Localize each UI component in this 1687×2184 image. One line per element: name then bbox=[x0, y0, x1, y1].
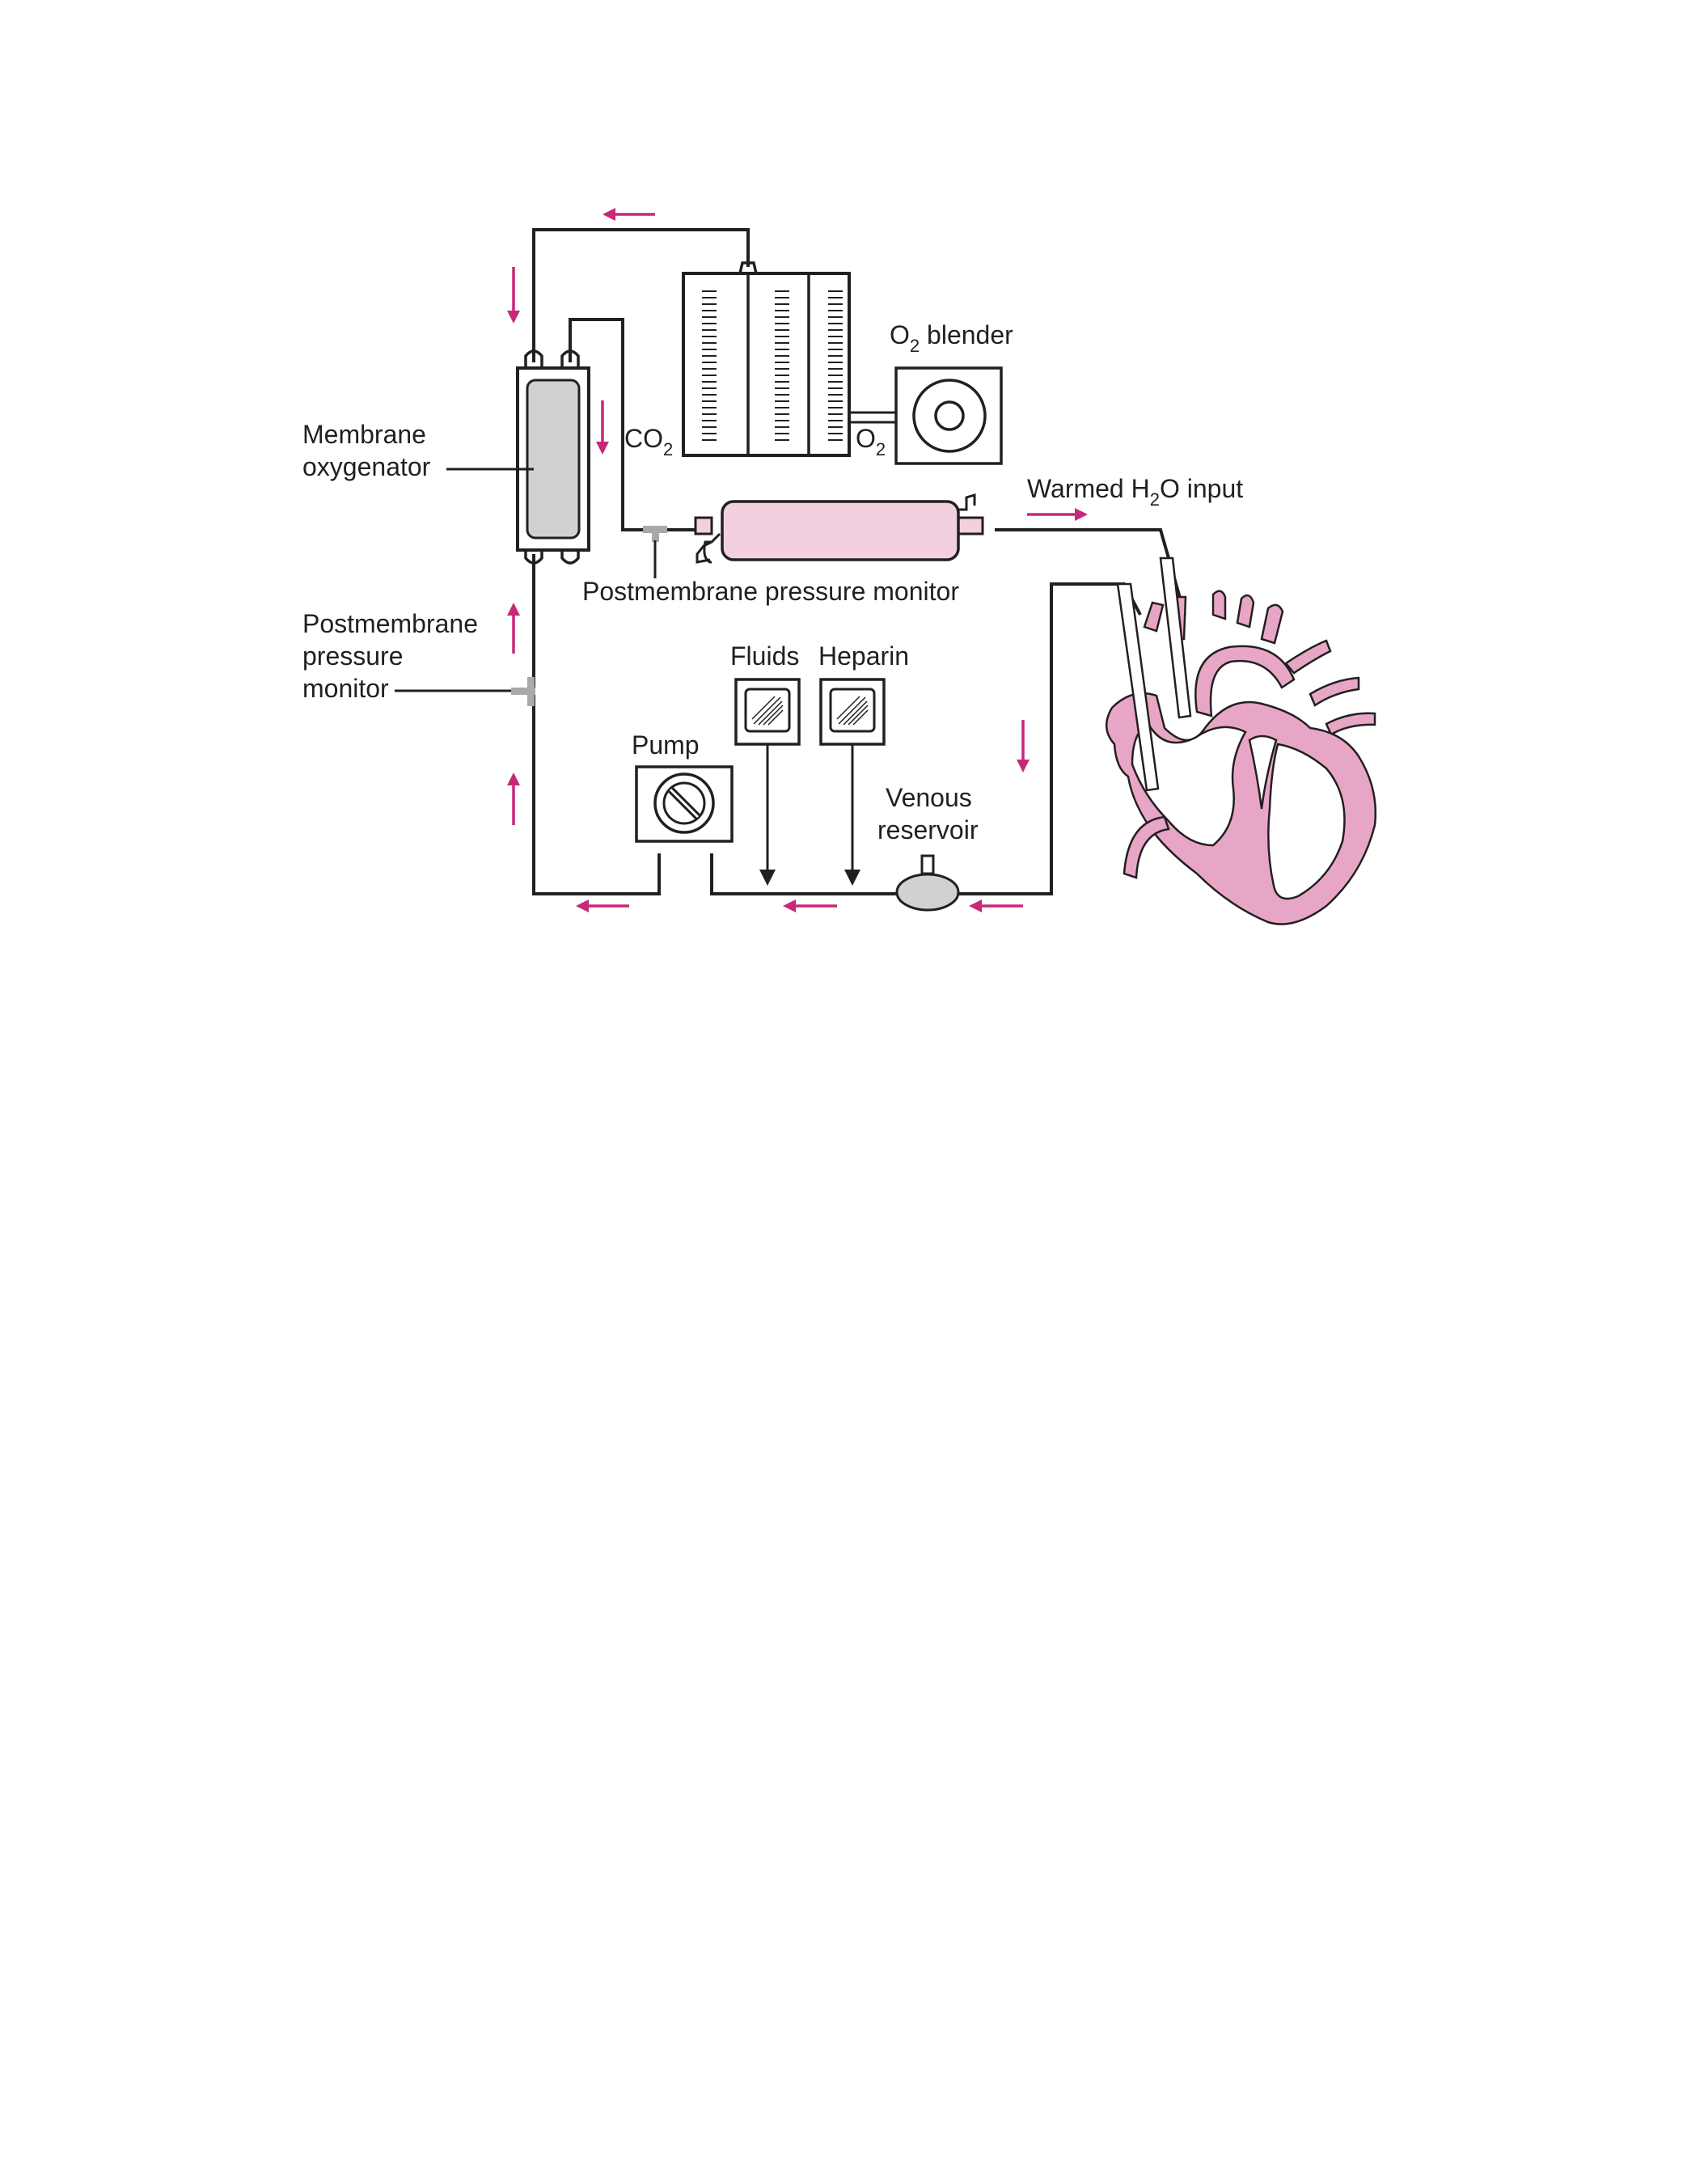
arterial-cannula bbox=[1159, 557, 1192, 719]
venous-cannula bbox=[1116, 582, 1160, 792]
gas-flowmeters bbox=[682, 261, 851, 457]
heart-illustration bbox=[1106, 557, 1377, 925]
flow-arrow-head bbox=[783, 899, 796, 912]
co2-label: CO2 bbox=[624, 424, 673, 459]
venous-reservoir-label-line2: reservoir bbox=[877, 815, 979, 844]
membrane-oxygenator bbox=[516, 349, 590, 565]
postmembrane-pressure-monitor-left-line1: Postmembrane bbox=[302, 609, 478, 638]
flowmeter-housing bbox=[682, 272, 851, 457]
oxygenator-port-bottom-left bbox=[524, 548, 543, 565]
flow-arrows bbox=[507, 208, 1088, 912]
flow-arrow-head bbox=[969, 899, 982, 912]
membrane-oxygenator-label-line2: oxygenator bbox=[302, 452, 431, 481]
pressure-connectors bbox=[395, 526, 667, 706]
oxygenator-port-top-left bbox=[524, 349, 543, 368]
roller-pump bbox=[635, 765, 734, 843]
venous-reservoir-label-line1: Venous bbox=[886, 783, 972, 812]
oxygenator-port-top-right bbox=[560, 349, 580, 368]
heat-exchanger bbox=[694, 493, 984, 564]
flowmeter-scale-ticks bbox=[702, 290, 843, 441]
flow-arrow-head bbox=[507, 772, 520, 785]
flow-arrow-head bbox=[602, 208, 615, 221]
blender-connector bbox=[849, 411, 896, 424]
flow-arrow-head bbox=[507, 603, 520, 616]
venous-reservoir bbox=[895, 854, 960, 912]
oxygenator-membrane bbox=[526, 379, 581, 540]
tubing-left-vertical bbox=[532, 554, 661, 895]
circuit-tubing bbox=[532, 228, 1186, 895]
flow-arrow-head bbox=[596, 442, 609, 455]
tubing-pump-out bbox=[710, 853, 902, 895]
o2-blender bbox=[894, 366, 1003, 465]
membrane-oxygenator-label-line1: Membrane bbox=[302, 420, 426, 449]
postmembrane-pressure-monitor-top-label: Postmembrane pressure monitor bbox=[582, 577, 959, 606]
flowmeter-top-nozzle bbox=[738, 261, 758, 274]
flow-arrow-head bbox=[1075, 508, 1088, 521]
pump-label: Pump bbox=[632, 730, 700, 760]
o2-label: O2 bbox=[856, 424, 886, 459]
tubing-arterial-return bbox=[995, 528, 1186, 616]
tubing-top-loop bbox=[532, 228, 750, 362]
o2-blender-dial-knob bbox=[934, 400, 965, 431]
flow-arrow-head bbox=[507, 311, 520, 324]
heparin-bag bbox=[819, 678, 886, 886]
o2-blender-label: O2 blender bbox=[890, 320, 1013, 356]
warmed-h2o-input-label: Warmed H2O input bbox=[1027, 474, 1243, 510]
flow-arrow-head bbox=[1017, 760, 1030, 772]
postmembrane-connector-left bbox=[511, 688, 535, 695]
postmembrane-pressure-monitor-left-line2: pressure bbox=[302, 641, 404, 671]
fluids-bag bbox=[734, 678, 801, 886]
heat-exchanger-body bbox=[721, 500, 960, 561]
flow-arrow-head bbox=[576, 899, 589, 912]
oxygenator-port-bottom-right bbox=[560, 548, 580, 565]
fluids-label: Fluids bbox=[730, 641, 799, 671]
labels: Membrane oxygenator O2 blender CO2 O2 Wa… bbox=[302, 320, 1243, 844]
heparin-label: Heparin bbox=[818, 641, 909, 671]
postmembrane-pressure-monitor-left-line3: monitor bbox=[302, 674, 389, 703]
